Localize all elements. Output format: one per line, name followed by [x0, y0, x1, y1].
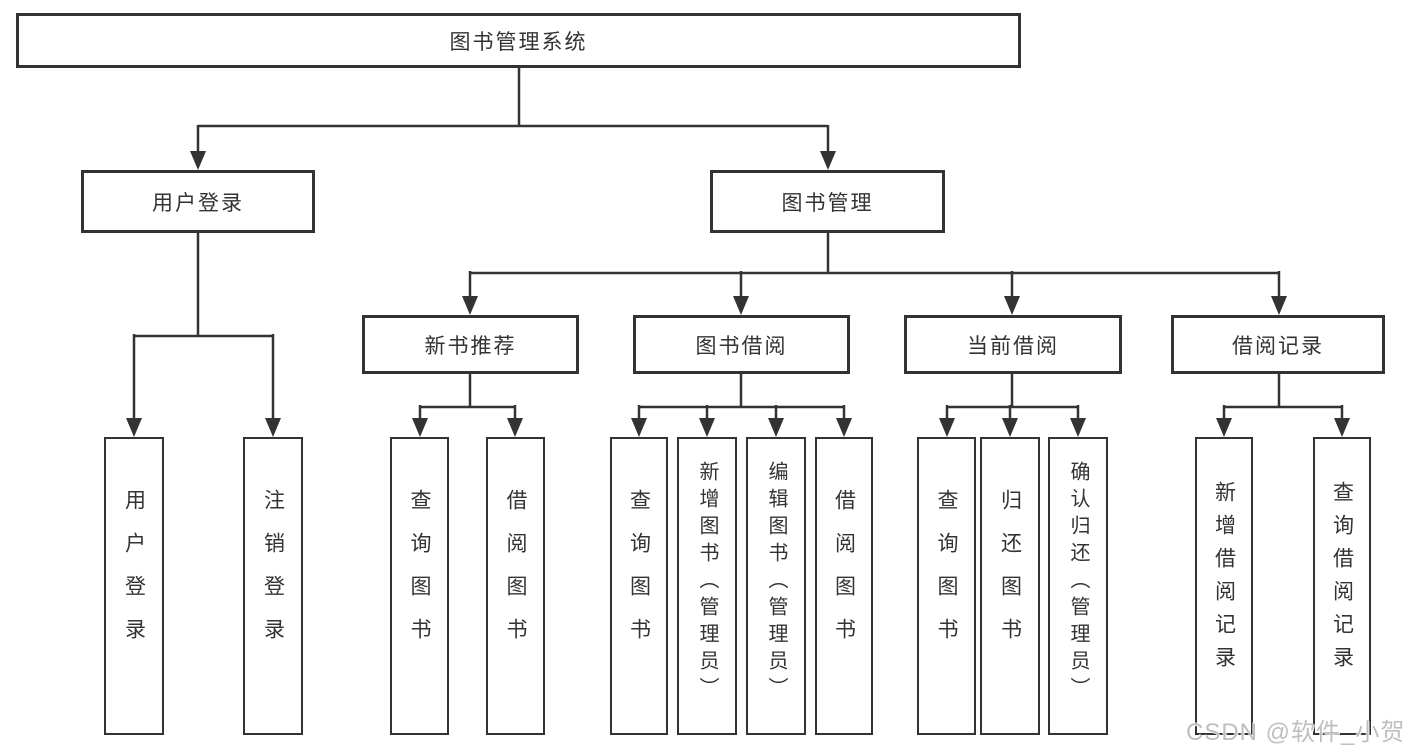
- leaf-label: 查询借阅记录: [1330, 481, 1354, 679]
- leaf-add-books-admin: 新增图书（管理员）: [677, 437, 737, 735]
- node-book-borrowing: 图书借阅: [633, 315, 850, 374]
- leaf-borrow-books: 借阅图书: [815, 437, 873, 735]
- leaf-logout: 注销登录: [243, 437, 303, 735]
- node-label: 用户登录: [152, 191, 244, 215]
- node-label: 新书推荐: [424, 334, 517, 358]
- leaf-edit-books-admin: 编辑图书（管理员）: [746, 437, 806, 735]
- node-label: 当前借阅: [967, 334, 1059, 358]
- leaf-label: 确认归还（管理员）: [1067, 460, 1089, 704]
- leaf-confirm-return-admin: 确认归还（管理员）: [1048, 437, 1108, 735]
- leaf-query-borrow-record: 查询借阅记录: [1313, 437, 1371, 735]
- leaf-label: 新增借阅记录: [1212, 481, 1236, 679]
- node-library-management-system: 图书管理系统: [16, 13, 1021, 68]
- leaf-label: 借阅图书: [504, 489, 527, 661]
- node-label: 图书借阅: [695, 334, 788, 358]
- node-label: 借阅记录: [1232, 334, 1324, 358]
- leaf-label: 查询图书: [408, 489, 431, 661]
- node-borrowing-records: 借阅记录: [1171, 315, 1385, 374]
- leaf-label: 归还图书: [998, 489, 1022, 661]
- node-new-book-recommendation: 新书推荐: [362, 315, 579, 374]
- leaf-return-books: 归还图书: [980, 437, 1040, 735]
- leaf-label: 借阅图书: [832, 489, 856, 661]
- leaf-query-books: 查询图书: [917, 437, 976, 735]
- node-user-login: 用户登录: [81, 170, 315, 233]
- leaf-label: 新增图书（管理员）: [696, 460, 718, 704]
- leaf-label: 编辑图书（管理员）: [765, 460, 787, 704]
- csdn-watermark: CSDN @软件_小贺同学: [1186, 719, 1405, 746]
- node-label: 图书管理: [781, 191, 874, 215]
- node-current-borrowing: 当前借阅: [904, 315, 1122, 374]
- leaf-query-books: 查询图书: [390, 437, 449, 735]
- leaf-label: 用户登录: [122, 489, 146, 661]
- leaf-label: 查询图书: [935, 489, 958, 661]
- leaf-label: 注销登录: [261, 489, 285, 661]
- leaf-borrow-books: 借阅图书: [486, 437, 545, 735]
- node-label: 图书管理系统: [449, 30, 588, 54]
- leaf-user-login: 用户登录: [104, 437, 164, 735]
- leaf-add-borrow-record: 新增借阅记录: [1195, 437, 1253, 735]
- leaf-label: 查询图书: [627, 489, 651, 661]
- arrowheads: [126, 151, 1350, 437]
- leaf-query-books: 查询图书: [610, 437, 668, 735]
- node-book-management: 图书管理: [710, 170, 945, 233]
